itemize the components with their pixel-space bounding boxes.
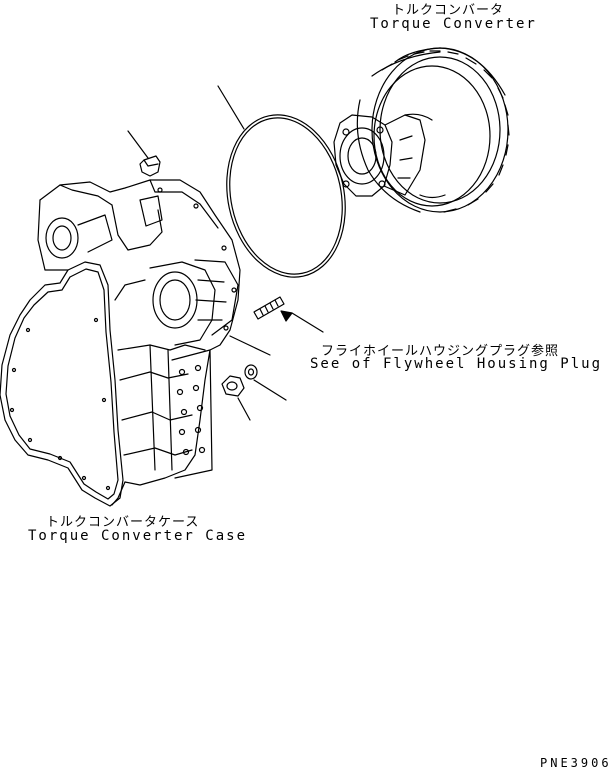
torque-converter-part bbox=[333, 47, 510, 213]
stud-bolt-part bbox=[253, 296, 285, 320]
flywheel-reference-label-jp: フライホイールハウジングプラグ参照 bbox=[321, 344, 560, 359]
plug-part bbox=[139, 155, 161, 177]
case-label-en: Torque Converter Case bbox=[28, 528, 248, 544]
nut-part bbox=[221, 375, 245, 397]
torque-converter-label-en: Torque Converter bbox=[370, 16, 537, 32]
drawing-code: PNE3906 bbox=[540, 756, 610, 770]
washer-part bbox=[244, 364, 258, 380]
case-label-jp: トルクコンバータケース bbox=[46, 515, 200, 530]
torque-converter-label-jp: トルクコンバータ bbox=[392, 3, 505, 18]
leader-lines bbox=[127, 85, 324, 421]
flywheel-reference-label-en: See of Flywheel Housing Plug bbox=[310, 356, 603, 372]
torque-converter-case-part bbox=[0, 179, 241, 507]
o-ring-part bbox=[226, 114, 346, 278]
